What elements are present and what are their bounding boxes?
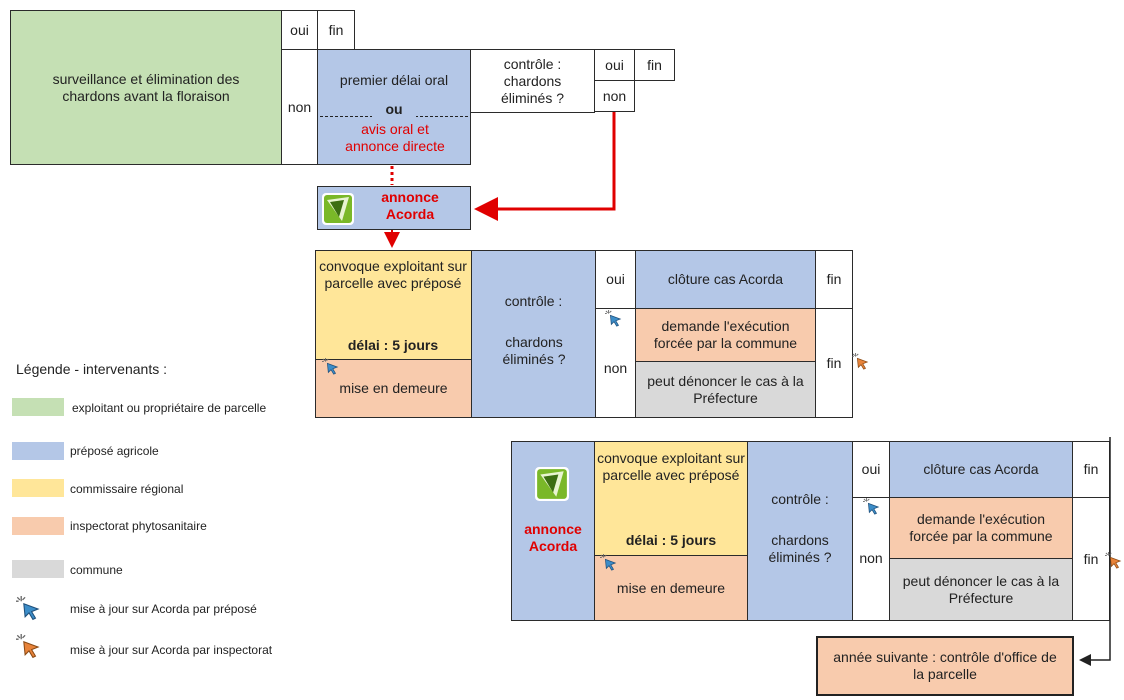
fin-cell-2b: fin <box>815 308 853 418</box>
legend-title: Légende - intervenants : <box>16 361 167 377</box>
fin-label: fin <box>826 354 842 371</box>
mise-en-demeure-box: mise en demeure <box>315 359 472 418</box>
mise-en-demeure-box-2: mise en demeure <box>594 555 748 621</box>
legend-label-exploitant: exploitant ou propriétaire de parcelle <box>72 401 267 415</box>
controle-3-label-a: contrôle : <box>771 491 829 507</box>
convoque-box-2 <box>594 441 748 556</box>
delai-label: délai : 5 jours <box>347 337 439 353</box>
controle-3-label-b: chardons éliminés ? <box>768 532 832 565</box>
oui-cell-2: oui <box>595 250 636 309</box>
demande-label: demande l'exécution forcée par la commun… <box>653 318 798 351</box>
non-label: non <box>603 359 628 376</box>
acorda-logo-icon <box>322 193 354 225</box>
convoque-label: convoque exploitant sur parcelle avec pr… <box>319 258 467 291</box>
annonce-acorda-label-2: annonce Acorda <box>524 521 582 554</box>
oui-label: oui <box>290 21 309 38</box>
oui-label: oui <box>605 56 624 73</box>
loop-to-annee-suivante-arrow <box>1079 437 1111 666</box>
legend-label-commune: commune <box>70 563 123 577</box>
demande-box: demande l'exécution forcée par la commun… <box>635 308 816 362</box>
legend-swatch-commune <box>12 560 64 578</box>
mise-en-demeure-label: mise en demeure <box>616 579 726 596</box>
fin-cell-2a: fin <box>815 250 853 309</box>
cursor-prepose-icon <box>600 554 617 571</box>
fin-cell-3a: fin <box>1072 441 1110 498</box>
fin-label: fin <box>1083 461 1099 477</box>
legend-swatch-exploitant <box>12 398 64 416</box>
delai-label-2: délai : 5 jours <box>625 532 717 548</box>
legend-label-prepose: préposé agricole <box>70 444 159 458</box>
annee-suivante-label: année suivante : contrôle d'office de la… <box>833 649 1057 682</box>
fin-label: fin <box>826 271 842 287</box>
denoncer-box-2: peut dénoncer le cas à la Préfecture <box>889 558 1073 621</box>
non-label: non <box>287 98 312 115</box>
controle-2-box <box>471 250 596 418</box>
fin-label: fin <box>328 21 344 38</box>
legend-label-cursor-inspectorat: mise à jour sur Acorda par inspectorat <box>70 643 273 657</box>
convoque-box <box>315 250 472 360</box>
oui-label: oui <box>606 271 625 287</box>
controle-3-box <box>747 441 853 621</box>
fin-label: fin <box>647 56 662 73</box>
ou-label: ou <box>372 101 416 118</box>
oui-label: oui <box>861 461 881 477</box>
annee-suivante-box: année suivante : contrôle d'office de la… <box>816 636 1074 696</box>
legend-swatch-prepose <box>12 442 64 460</box>
annonce-acorda-label: annonce Acorda <box>381 189 439 222</box>
cursor-prepose-icon <box>322 358 339 375</box>
ctrl-fin-cell: fin <box>634 49 675 81</box>
fin-cell-3b: fin <box>1072 497 1110 621</box>
denoncer-label: peut dénoncer le cas à la Préfecture <box>902 572 1060 606</box>
mise-en-demeure-label: mise en demeure <box>339 380 448 396</box>
ctrl-non-cell: non <box>594 80 635 112</box>
legend-swatch-inspectorat <box>12 517 64 535</box>
cursor-inspectorat-icon <box>852 353 869 370</box>
controle-2-label-a: contrôle : <box>504 293 563 309</box>
premier-delai-label: premier délai oral <box>339 72 449 88</box>
non-label: non <box>602 87 627 104</box>
cursor-prepose-icon <box>16 596 40 621</box>
cursor-prepose-icon <box>863 498 880 515</box>
cursor-inspectorat-icon <box>1105 552 1122 569</box>
surveillance-box: surveillance et élimination des chardons… <box>10 10 282 165</box>
cloture-label: clôture cas Acorda <box>667 271 784 287</box>
fin-label: fin <box>1083 550 1099 567</box>
avis-oral-label: avis oral et annonce directe <box>345 121 445 154</box>
denoncer-box: peut dénoncer le cas à la Préfecture <box>635 361 816 418</box>
legend-label-inspectorat: inspectorat phytosanitaire <box>70 519 207 533</box>
acorda-logo-icon <box>535 467 569 501</box>
surveillance-label: surveillance et élimination des chardons… <box>52 70 240 104</box>
demande-label: demande l'exécution forcée par la commun… <box>909 511 1053 544</box>
non-to-annonce-arrow <box>474 112 616 221</box>
controle-1-box: contrôle : chardons éliminés ? <box>470 49 595 113</box>
cloture-label: clôture cas Acorda <box>923 461 1039 477</box>
cloture-box-2: clôture cas Acorda <box>889 441 1073 498</box>
cursor-prepose-icon <box>605 310 622 327</box>
controle-1-label: contrôle : chardons éliminés ? <box>500 55 565 106</box>
legend-swatch-commissaire <box>12 479 64 497</box>
ctrl-oui-cell: oui <box>594 49 635 81</box>
legend-label-commissaire: commissaire régional <box>70 482 184 496</box>
cursor-inspectorat-icon <box>16 634 40 659</box>
convoque-label-2: convoque exploitant sur parcelle avec pr… <box>597 450 745 483</box>
non-label: non <box>859 549 883 566</box>
controle-2-label-b: chardons éliminés ? <box>502 334 566 367</box>
denoncer-label: peut dénoncer le cas à la Préfecture <box>647 372 804 406</box>
legend-label-cursor-prepose: mise à jour sur Acorda par préposé <box>70 602 257 616</box>
